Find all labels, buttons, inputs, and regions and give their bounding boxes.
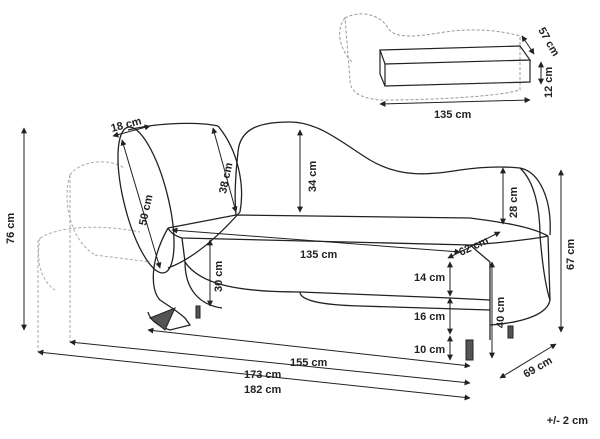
dim-leg-height: 10 cm	[414, 344, 445, 356]
ghost-outline	[37, 161, 151, 352]
dim-storage-width: 135 cm	[434, 109, 472, 121]
bolster-pillow	[117, 122, 243, 274]
dim-frame-height: 16 cm	[414, 311, 445, 323]
leg-front-left	[149, 307, 176, 331]
dim-total-length: 182 cm	[244, 384, 282, 396]
leg-back-left	[195, 305, 201, 319]
dim-pillow-height: 38 cm	[217, 161, 235, 194]
sofa-legs	[149, 305, 514, 361]
storage-inset	[339, 13, 521, 101]
dim-storage-width-line	[379, 97, 531, 107]
dim-total-height-right: 67 cm	[565, 239, 577, 270]
dim-mid-length: 173 cm	[244, 369, 282, 381]
sofa-outline	[147, 121, 551, 340]
storage-box	[379, 45, 532, 87]
dim-storage-depth: 57 cm	[535, 26, 561, 59]
dimension-lines	[21, 124, 564, 401]
dim-pillow-diameter: 50 cm	[137, 193, 155, 226]
dim-arm-height: 28 cm	[508, 187, 520, 218]
dim-storage-depth-line	[521, 35, 535, 55]
dim-base-length: 155 cm	[290, 357, 328, 369]
dim-back-height: 34 cm	[307, 161, 319, 192]
dim-seat-cushion: 14 cm	[414, 272, 445, 284]
tolerance-note: +/- 2 cm	[546, 415, 588, 427]
dim-seat-width: 135 cm	[300, 249, 338, 261]
dim-seat-height: 40 cm	[495, 297, 507, 328]
leg-front-right	[465, 339, 474, 361]
leg-back-right	[507, 325, 514, 339]
dim-seat-depth: 62 cm	[457, 235, 491, 259]
dim-total-depth: 69 cm	[522, 355, 555, 381]
dim-base-height: 30 cm	[213, 261, 225, 292]
dim-storage-height: 12 cm	[543, 67, 555, 98]
dim-total-height-left: 76 cm	[5, 213, 17, 244]
